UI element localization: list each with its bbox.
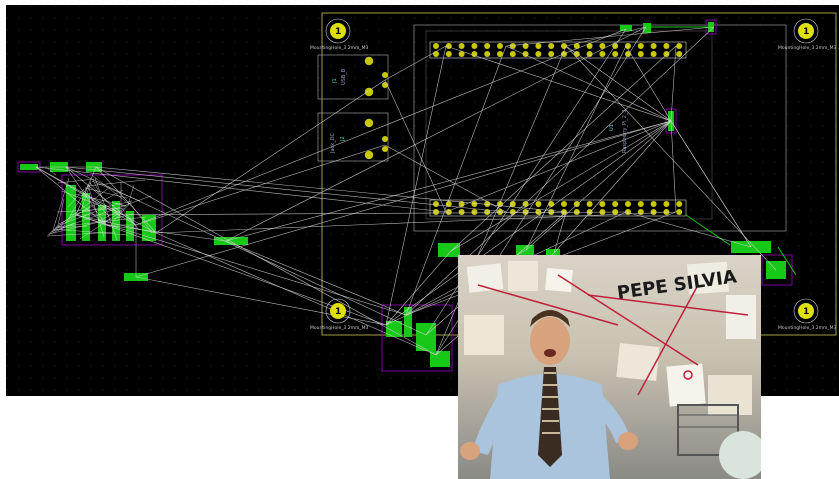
header-pin[interactable]: [573, 201, 580, 207]
j1-value-label: USB_B: [341, 68, 347, 85]
header-pin[interactable]: [471, 51, 478, 57]
header-pin[interactable]: [458, 209, 465, 215]
header-pin[interactable]: [458, 51, 465, 57]
header-pin[interactable]: [509, 201, 516, 207]
header-pin[interactable]: [548, 209, 555, 215]
header-pin[interactable]: [625, 209, 631, 215]
header-pin[interactable]: [612, 51, 619, 57]
header-pin[interactable]: [663, 51, 670, 57]
header-pin[interactable]: [484, 51, 491, 57]
mounting-hole-number: 1: [803, 307, 809, 317]
header-pin[interactable]: [625, 43, 631, 49]
header-pin[interactable]: [497, 209, 503, 215]
header-pin[interactable]: [522, 209, 529, 215]
header-pin[interactable]: [509, 51, 516, 57]
header-pin[interactable]: [650, 51, 657, 57]
rpi-footprint-outline: [413, 24, 787, 232]
header-pin[interactable]: [522, 201, 529, 207]
mounting-hole-label: MountingHole_3.2mm_M3: [778, 45, 837, 51]
header-pin[interactable]: [484, 43, 491, 49]
header-pin[interactable]: [637, 43, 644, 49]
header-pin[interactable]: [676, 51, 683, 57]
header-pin[interactable]: [548, 201, 555, 207]
header-pin[interactable]: [599, 201, 606, 207]
gpio-header-top[interactable]: [429, 41, 687, 59]
mounting-hole-label: MountingHole_3.2mm_M3: [310, 45, 369, 51]
header-pin[interactable]: [433, 201, 439, 207]
pcb-canvas[interactable]: J1 USB_B Jack_DC J2 Raspberry_Pi_2_3 U1: [6, 5, 839, 396]
header-pin[interactable]: [599, 43, 606, 49]
header-pin[interactable]: [637, 51, 644, 57]
header-pin[interactable]: [458, 43, 465, 49]
header-pin[interactable]: [433, 43, 439, 49]
mounting-hole-bottom-right[interactable]: 1 MountingHole_3.2mm_M3: [778, 298, 837, 331]
gpio-header-bottom[interactable]: [429, 199, 687, 217]
j2-ref-label: J2: [340, 136, 346, 142]
conspiracy-meme-image: PEPE SILVIA: [458, 255, 761, 479]
usb-connector-j1[interactable]: J1 USB_B: [317, 54, 389, 100]
header-pin[interactable]: [445, 51, 452, 57]
bottom-left-component-cluster[interactable]: [381, 243, 560, 372]
header-pin[interactable]: [548, 43, 555, 49]
header-pin[interactable]: [612, 201, 619, 207]
header-pin[interactable]: [676, 43, 683, 49]
header-pin[interactable]: [535, 51, 542, 57]
pepe-silvia-wall-text: PEPE SILVIA: [616, 266, 738, 304]
header-pin[interactable]: [509, 43, 516, 49]
header-pin[interactable]: [535, 43, 542, 49]
header-pin[interactable]: [535, 209, 542, 215]
header-pin[interactable]: [650, 201, 657, 207]
j2-value-label: Jack_DC: [330, 132, 336, 154]
header-pin[interactable]: [509, 209, 516, 215]
header-pin[interactable]: [663, 209, 670, 215]
mounting-hole-number: 1: [803, 27, 809, 37]
mounting-hole-top-left[interactable]: 1 MountingHole_3.2mm_M3: [310, 18, 369, 51]
header-pin[interactable]: [497, 51, 503, 57]
header-pin[interactable]: [548, 51, 555, 57]
header-pin[interactable]: [599, 51, 606, 57]
u1-value-label: Raspberry_Pi_2_3: [622, 109, 628, 153]
header-pin[interactable]: [625, 201, 631, 207]
header-pin[interactable]: [561, 201, 567, 207]
header-pin[interactable]: [663, 201, 670, 207]
header-pin[interactable]: [650, 43, 657, 49]
header-pin[interactable]: [637, 201, 644, 207]
header-pin[interactable]: [586, 51, 593, 57]
header-pin[interactable]: [471, 201, 478, 207]
header-pin[interactable]: [471, 209, 478, 215]
header-pin[interactable]: [586, 201, 593, 207]
header-pin[interactable]: [650, 209, 657, 215]
header-pin[interactable]: [573, 43, 580, 49]
j1-ref-label: J1: [332, 78, 338, 84]
mounting-hole-label: MountingHole_3.2mm_M3: [778, 325, 837, 331]
header-pin[interactable]: [458, 201, 465, 207]
mounting-hole-number: 1: [335, 307, 341, 317]
mounting-hole-top-right[interactable]: 1 MountingHole_3.2mm_M3: [778, 18, 837, 51]
dc-jack-j2[interactable]: Jack_DC J2: [317, 112, 389, 162]
mounting-hole-label: MountingHole_3.2mm_M3: [310, 325, 369, 331]
ratsnest-lines: [35, 26, 777, 356]
header-pin[interactable]: [637, 209, 644, 215]
header-pin[interactable]: [586, 43, 593, 49]
mounting-hole-bottom-left[interactable]: 1 MountingHole_3.2mm_M3: [310, 298, 369, 331]
header-pin[interactable]: [471, 43, 478, 49]
header-pin[interactable]: [676, 201, 683, 207]
header-pin[interactable]: [445, 201, 452, 207]
header-pin[interactable]: [433, 209, 439, 215]
header-pin[interactable]: [535, 201, 542, 207]
u1-ref-label: U1: [609, 124, 615, 131]
mounting-hole-number: 1: [335, 27, 341, 37]
header-pin[interactable]: [497, 43, 503, 49]
header-pin[interactable]: [663, 43, 670, 49]
header-pin[interactable]: [676, 209, 683, 215]
